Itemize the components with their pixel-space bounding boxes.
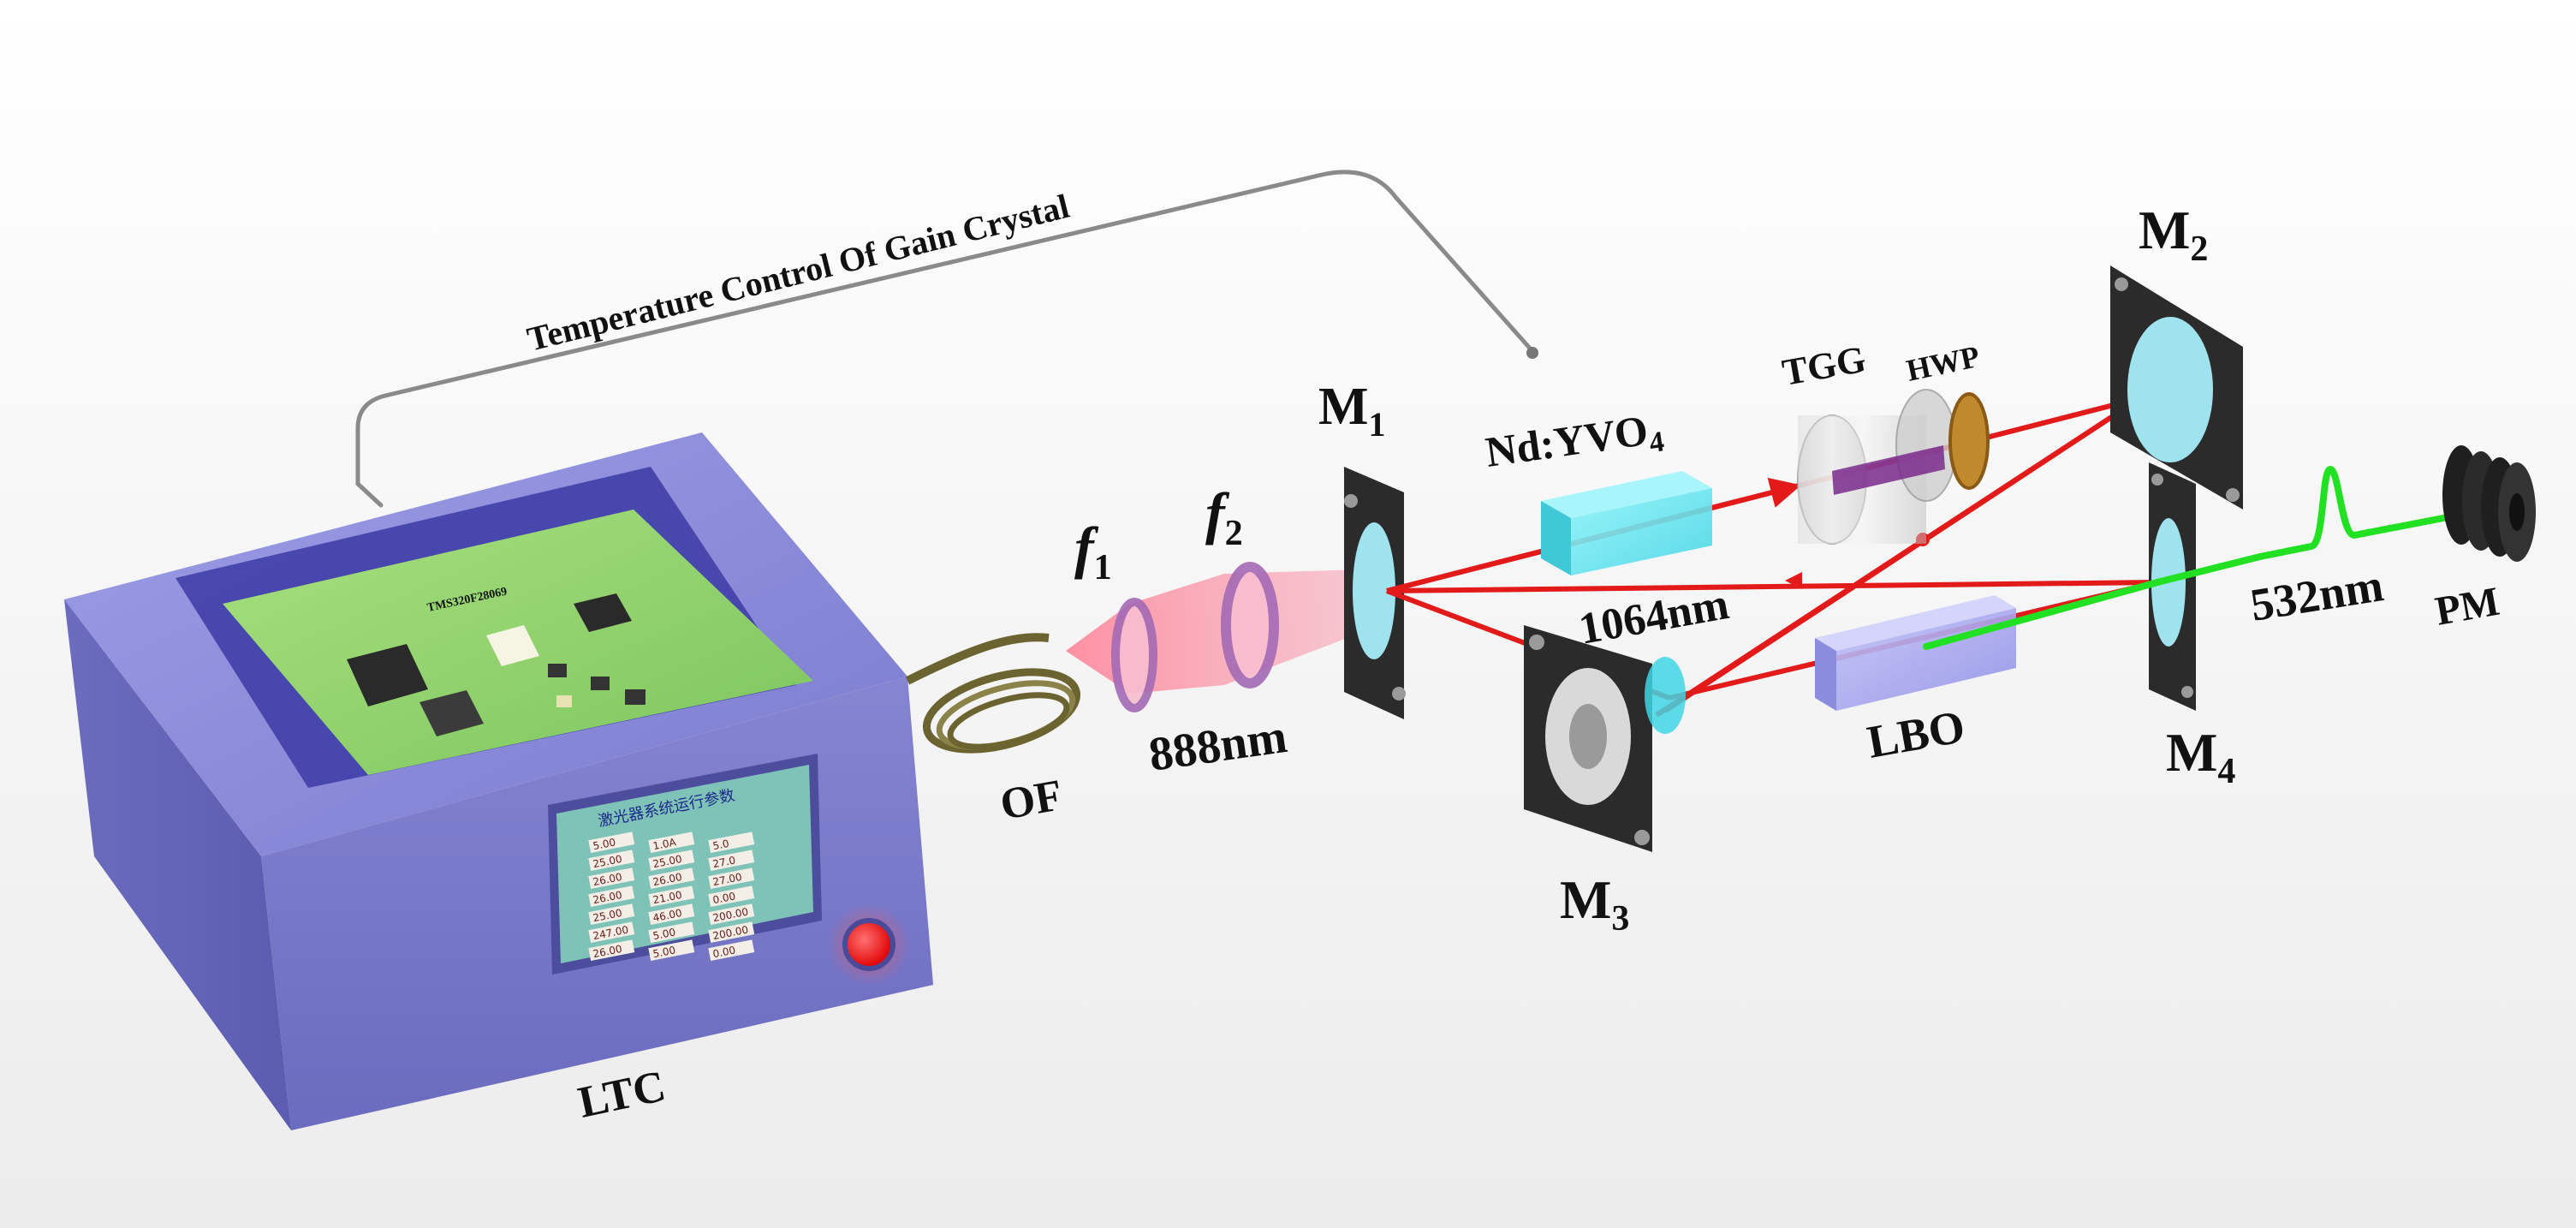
mirror-m4: [2149, 462, 2196, 711]
cable-end: [1526, 347, 1538, 359]
lens-f2: [1226, 567, 1274, 683]
half-wave-plate: [1950, 394, 1988, 488]
lens-f1: [1115, 602, 1153, 708]
pcb-component-2: [591, 677, 610, 690]
power-knob[interactable]: [845, 921, 893, 969]
pcb-component-1: [548, 664, 567, 677]
pcb-component-4: [556, 695, 572, 707]
pcb-component-3: [625, 689, 645, 705]
